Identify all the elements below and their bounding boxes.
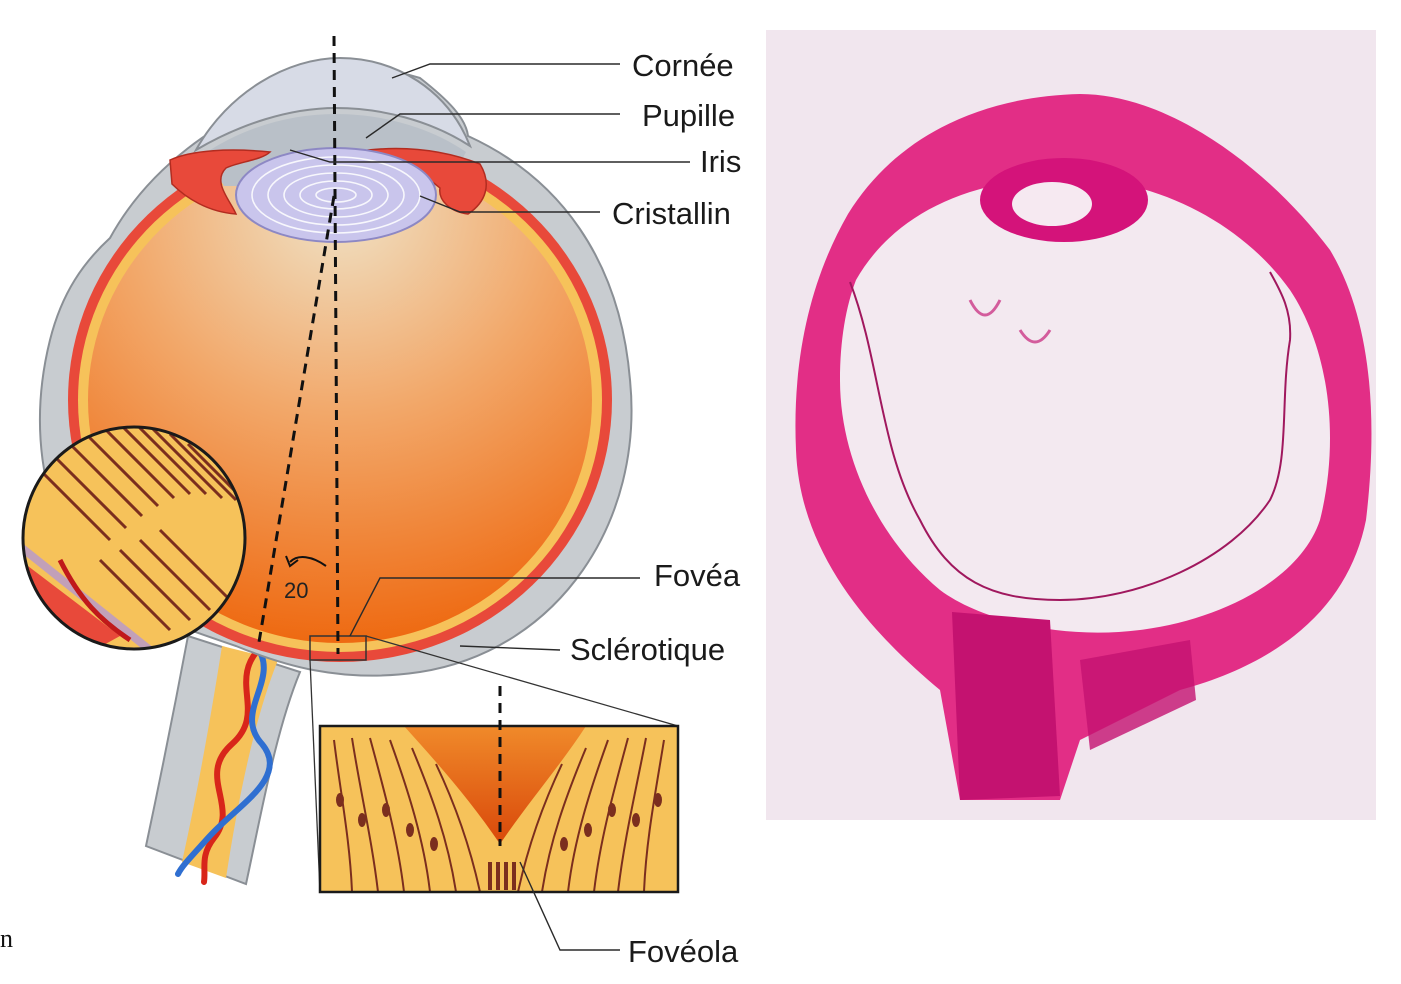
magnified-fovea-box (320, 686, 678, 892)
label-cristallin: Cristallin (612, 196, 731, 231)
magnified-retina-circle (20, 424, 245, 680)
label-foveola: Fovéola (628, 934, 739, 969)
stray-letter: n (0, 924, 13, 954)
label-fovea: Fovéa (654, 558, 741, 593)
label-pupille: Pupille (642, 98, 735, 133)
angle-label: 20 (284, 578, 308, 603)
label-cornee: Cornée (632, 48, 734, 83)
label-iris: Iris (700, 144, 741, 179)
histology-optic-nerve (952, 612, 1060, 800)
label-sclerotique: Sclérotique (570, 632, 725, 667)
histology-section (766, 30, 1376, 820)
eye-diagram: 20 (20, 36, 741, 969)
